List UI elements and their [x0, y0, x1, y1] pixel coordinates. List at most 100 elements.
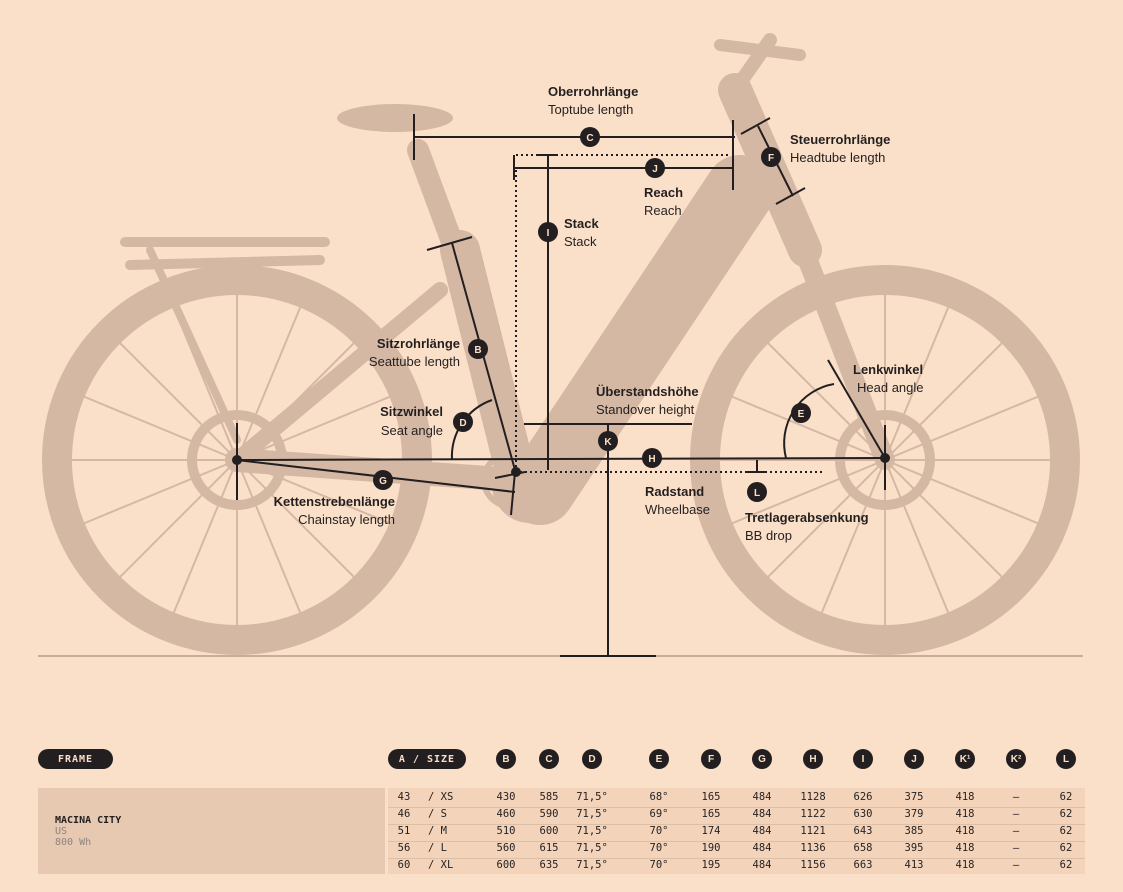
cell-k: 418: [955, 842, 975, 854]
column-header-c: C: [539, 749, 559, 769]
cell-l: 62: [1059, 825, 1073, 837]
cell-b: 430: [496, 791, 516, 803]
svg-text:B: B: [474, 345, 481, 356]
cell-h: 1128: [800, 791, 826, 803]
size-name: / L: [428, 842, 447, 854]
label-h-de: Radstand: [645, 484, 704, 499]
cell-e: 69°: [649, 808, 669, 820]
svg-text:L: L: [754, 488, 760, 499]
size-header-pill: A / SIZE: [388, 749, 466, 769]
column-header-k: K²: [1006, 749, 1026, 769]
cell-j: 375: [904, 791, 924, 803]
cell-d: 71,5°: [576, 859, 608, 871]
cell-k: 418: [955, 808, 975, 820]
cell-f: 165: [701, 791, 721, 803]
column-header-b: B: [496, 749, 516, 769]
size-name: / S: [428, 808, 447, 820]
cell-j: 395: [904, 842, 924, 854]
svg-text:E: E: [798, 409, 805, 420]
cell-b: 510: [496, 825, 516, 837]
fork: [790, 230, 895, 470]
label-b-de: Sitzrohrlänge: [377, 336, 460, 351]
cell-i: 663: [853, 859, 873, 871]
cell-i: 626: [853, 791, 873, 803]
row-divider: [388, 841, 1085, 842]
row-divider: [388, 807, 1085, 808]
label-d-en: Seat angle: [381, 423, 443, 438]
head-tube: [718, 73, 822, 267]
label-f-de: Steuerrohrlänge: [790, 132, 890, 147]
column-header-g: G: [752, 749, 772, 769]
cell-k: –: [1012, 842, 1020, 854]
cell-j: 385: [904, 825, 924, 837]
cell-g: 484: [752, 791, 772, 803]
cell-f: 195: [701, 859, 721, 871]
cell-i: 658: [853, 842, 873, 854]
model-name: MACINA CITY: [55, 815, 122, 826]
column-header-l: L: [1056, 749, 1076, 769]
column-header-e: E: [649, 749, 669, 769]
column-header-k: K¹: [955, 749, 975, 769]
column-header-h: H: [803, 749, 823, 769]
label-g-de: Kettenstrebenlänge: [274, 494, 395, 509]
badge-g: G: [373, 470, 393, 490]
cell-e: 70°: [649, 859, 669, 871]
badge-d: D: [453, 412, 473, 432]
badge-c: C: [580, 127, 600, 147]
label-c-de: Oberrohrlänge: [548, 84, 638, 99]
cell-g: 484: [752, 825, 772, 837]
size-number: 51: [397, 825, 411, 837]
size-number: 43: [397, 791, 411, 803]
label-d-de: Sitzwinkel: [380, 404, 443, 419]
badge-f: F: [761, 147, 781, 167]
cell-h: 1136: [800, 842, 826, 854]
cell-l: 62: [1059, 859, 1073, 871]
cell-g: 484: [752, 859, 772, 871]
cell-d: 71,5°: [576, 808, 608, 820]
badge-l: L: [747, 482, 767, 502]
label-g-en: Chainstay length: [298, 512, 395, 527]
saddle: [337, 104, 453, 132]
cell-k: –: [1012, 791, 1020, 803]
label-i-de: Stack: [564, 216, 599, 231]
cell-f: 190: [701, 842, 721, 854]
label-b-en: Seattube length: [369, 354, 460, 369]
svg-text:C: C: [586, 133, 593, 144]
svg-text:D: D: [459, 418, 466, 429]
badge-i: I: [538, 222, 558, 242]
cell-e: 68°: [649, 791, 669, 803]
size-name: / XS: [428, 791, 454, 803]
cell-j: 379: [904, 808, 924, 820]
cell-k: –: [1012, 808, 1020, 820]
rack-strut: [146, 246, 241, 444]
cell-c: 585: [539, 791, 559, 803]
label-k-de: Überstandshöhe: [596, 384, 699, 399]
cell-k: 418: [955, 825, 975, 837]
cell-l: 62: [1059, 808, 1073, 820]
cell-k: 418: [955, 859, 975, 871]
size-number: 56: [397, 842, 411, 854]
size-name: / XL: [428, 859, 454, 871]
seat-post: [407, 139, 466, 261]
label-j-de: Reach: [644, 185, 683, 200]
cell-k: –: [1012, 859, 1020, 871]
column-header-d: D: [582, 749, 602, 769]
size-number: 60: [397, 859, 411, 871]
cell-j: 413: [904, 859, 924, 871]
model-variant: US: [55, 826, 68, 837]
badge-b: B: [468, 339, 488, 359]
cell-b: 560: [496, 842, 516, 854]
column-header-f: F: [701, 749, 721, 769]
column-header-i: I: [853, 749, 873, 769]
cell-e: 70°: [649, 842, 669, 854]
cell-c: 615: [539, 842, 559, 854]
label-e-en: Head angle: [857, 380, 924, 395]
cell-b: 600: [496, 859, 516, 871]
pivot-dots: [232, 453, 890, 477]
label-c-en: Toptube length: [548, 102, 633, 117]
label-i-en: Stack: [564, 234, 597, 249]
model-block: [38, 788, 385, 874]
cell-h: 1121: [800, 825, 826, 837]
svg-text:H: H: [648, 454, 655, 465]
